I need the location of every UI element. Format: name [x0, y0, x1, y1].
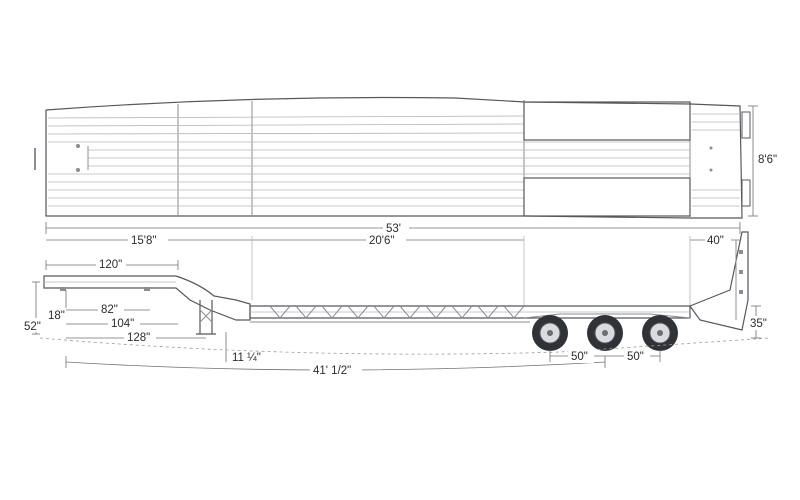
landing-gear	[196, 300, 216, 335]
gooseneck-body	[43, 275, 251, 321]
gooseneck-82-label: 82"	[101, 304, 118, 316]
well-length-label: 20'6"	[369, 235, 394, 247]
rear-ramp	[689, 231, 749, 331]
upper-deck-length-label: 15'8"	[131, 235, 156, 247]
well-rail-bottom	[523, 177, 691, 217]
top-view: 8'6"	[34, 96, 786, 219]
wheel-3	[642, 315, 678, 351]
rear-light-top	[741, 111, 751, 139]
rear-light-bottom	[741, 179, 751, 207]
top-view-outline	[45, 96, 743, 219]
gooseneck-104-label: 104"	[111, 318, 134, 330]
axle-spacing-2-label: 50"	[627, 351, 644, 363]
kingpin-to-axle-label: 41' 1/2"	[313, 365, 351, 377]
crossmembers	[269, 305, 525, 319]
height-18-label: 18"	[48, 310, 65, 322]
ground-line	[39, 337, 771, 355]
overall-width-label: 8'6"	[758, 154, 777, 166]
side-view: 15'8" 20'6" 40" 120"	[20, 231, 778, 377]
front-marks	[34, 148, 36, 170]
gooseneck-128-label: 128"	[127, 332, 150, 344]
wheel-2	[587, 315, 623, 351]
deck-planks	[47, 113, 740, 207]
gooseneck-upper-label: 120"	[99, 259, 122, 271]
overall-length-dimension: 53'	[45, 220, 741, 235]
height-52-label: 52"	[24, 321, 41, 333]
axle-group	[523, 313, 691, 351]
kingpin-marker	[76, 144, 80, 148]
rear-deck-label: 40"	[707, 235, 724, 247]
well-rail-top	[523, 101, 691, 141]
axle-spacing-1-label: 50"	[571, 351, 588, 363]
rear-height-label: 35"	[750, 318, 767, 330]
wheel-1	[532, 315, 568, 351]
kingpin-offset-label: 11 ¼"	[232, 352, 261, 364]
